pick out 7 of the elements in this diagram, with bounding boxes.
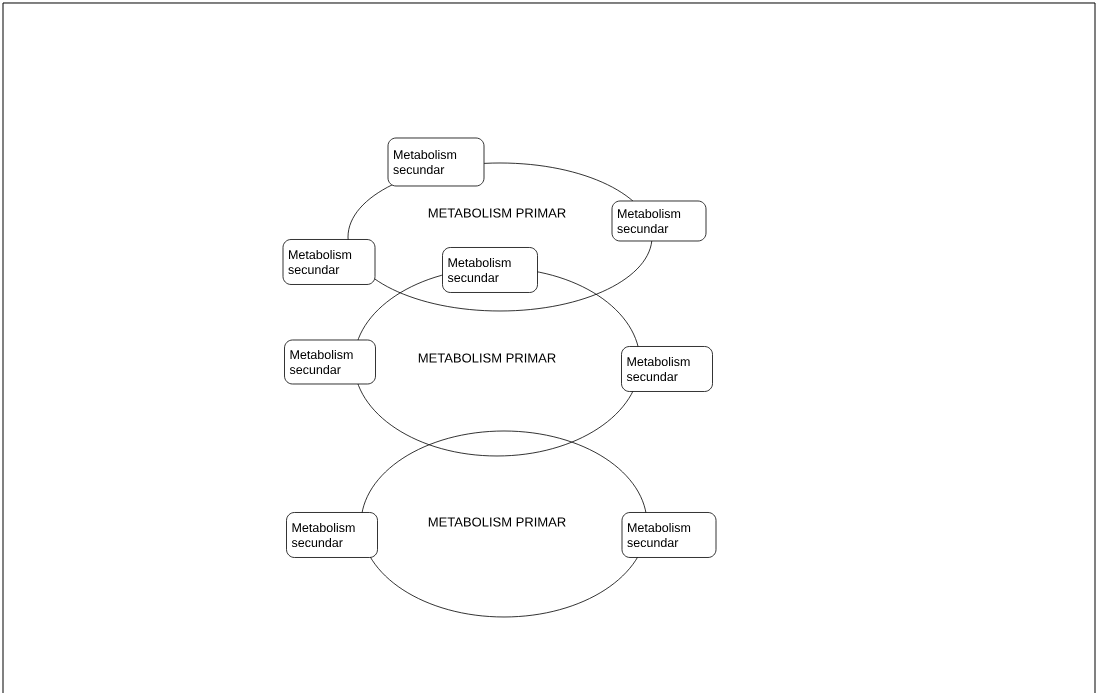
rounded-box: Metabolism secundar (286, 512, 378, 558)
rounded-box: Metabolism secundar (611, 200, 707, 242)
rounded-box: Metabolism secundar (621, 512, 717, 558)
rounded-box: Metabolism secundar (284, 339, 376, 385)
rounded-box: Metabolism secundar (387, 137, 485, 187)
rounded-box: Metabolism secundar (282, 239, 376, 285)
rounded-box: Metabolism secundar (621, 346, 713, 392)
